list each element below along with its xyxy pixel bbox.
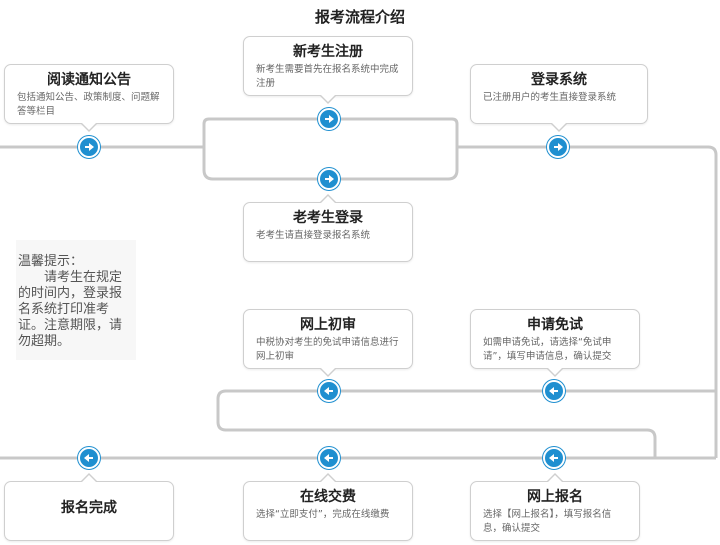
online-signup-desc: 选择【网上报名】，填写报名信息，确认提交 (483, 509, 612, 534)
login-system-box[interactable]: 登录系统 已注册用户的考生直接登录系统 (470, 64, 648, 124)
login-system-title: 登录系统 (531, 72, 587, 88)
new-register-box[interactable]: 新考生注册 新考生需要首先在报名系统中完成注册 (243, 36, 413, 96)
online-review-title: 网上初审 (300, 317, 356, 333)
old-login-desc: 老考生请直接登录报名系统 (256, 230, 371, 241)
apply-exempt-desc: 如需申请免试，请选择“免试申请”，填写申请信息，确认提交 (483, 337, 612, 362)
reminder-tip: 温馨提示： 请考生在规定的时间内，登录报名系统打印准考证。注意期限，请勿超期。 (16, 240, 136, 360)
old-login-title: 老考生登录 (293, 210, 363, 226)
online-pay-title: 在线交费 (300, 489, 356, 505)
arrow-left-icon[interactable] (543, 447, 565, 469)
reg-complete-box[interactable]: 报名完成 (4, 481, 174, 541)
new-register-title: 新考生注册 (293, 44, 363, 60)
arrow-right-icon[interactable] (318, 168, 340, 190)
online-pay-desc: 选择“立即支付”，完成在线缴费 (256, 509, 390, 520)
read-notice-title: 阅读通知公告 (47, 72, 131, 88)
page-title: 报考流程介绍 (314, 8, 405, 26)
arrow-left-icon[interactable] (78, 447, 100, 469)
new-register-desc: 新考生需要首先在报名系统中完成注册 (256, 64, 399, 89)
apply-exempt-title: 申请免试 (527, 317, 583, 333)
online-signup-title: 网上报名 (527, 489, 583, 505)
online-pay-box[interactable]: 在线交费 选择“立即支付”，完成在线缴费 (243, 481, 413, 541)
reminder-heading: 温馨提示： (18, 254, 84, 269)
old-login-box[interactable]: 老考生登录 老考生请直接登录报名系统 (243, 202, 413, 262)
reminder-text: 请考生在规定的时间内，登录报名系统打印准考证。注意期限，请勿超期。 (18, 270, 123, 349)
login-system-desc: 已注册用户的考生直接登录系统 (483, 92, 617, 103)
reg-complete-title: 报名完成 (61, 500, 117, 516)
read-notice-box[interactable]: 阅读通知公告 包括通知公告、政策制度、问题解答等栏目 (4, 64, 174, 124)
apply-exempt-box[interactable]: 申请免试 如需申请免试，请选择“免试申请”，填写申请信息，确认提交 (470, 309, 640, 369)
online-signup-box[interactable]: 网上报名 选择【网上报名】，填写报名信息，确认提交 (470, 481, 640, 541)
read-notice-desc: 包括通知公告、政策制度、问题解答等栏目 (17, 92, 160, 117)
arrow-right-icon[interactable] (318, 108, 340, 130)
arrow-right-icon[interactable] (547, 136, 569, 158)
arrow-left-icon[interactable] (318, 447, 340, 469)
arrow-left-icon[interactable] (543, 380, 565, 402)
arrow-right-icon[interactable] (78, 136, 100, 158)
arrow-left-icon[interactable] (318, 380, 340, 402)
online-review-desc: 中税协对考生的免试申请信息进行网上初审 (256, 337, 399, 362)
online-review-box[interactable]: 网上初审 中税协对考生的免试申请信息进行网上初审 (243, 309, 413, 369)
